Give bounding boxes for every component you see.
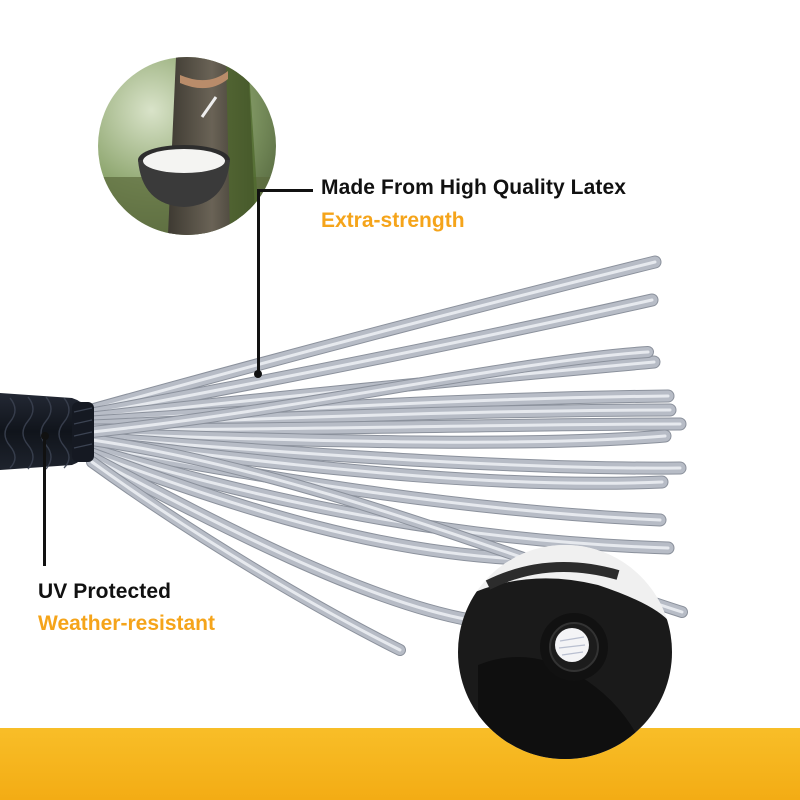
strand-highlight <box>90 422 682 432</box>
callout-latex-leader-horizontal <box>257 189 313 192</box>
strand-highlight <box>90 460 402 652</box>
strand-highlight <box>90 260 657 412</box>
strand-highlight <box>90 444 662 522</box>
callout-latex-title: Made From High Quality Latex <box>321 176 627 199</box>
strand-highlight <box>90 452 562 562</box>
callout-latex-leader-vertical <box>257 189 260 373</box>
bottom-accent-band <box>0 728 800 800</box>
callout-uv-title: UV Protected <box>38 580 172 603</box>
latex-tapping-photo <box>98 57 276 235</box>
strand-highlight <box>90 298 654 416</box>
strand-highlight <box>90 448 670 550</box>
callout-latex-leader-dot <box>254 370 262 378</box>
callout-uv-leader-vertical <box>43 436 46 566</box>
callout-uv-subtitle: Weather-resistant <box>38 612 216 635</box>
strand-highlight <box>90 432 667 444</box>
callout-latex-subtitle: Extra-strength <box>321 209 465 232</box>
end-cap-closeup-photo <box>458 545 672 759</box>
strand-highlight <box>90 350 650 434</box>
strand-highlight <box>90 436 682 470</box>
strand-highlight <box>90 456 472 622</box>
